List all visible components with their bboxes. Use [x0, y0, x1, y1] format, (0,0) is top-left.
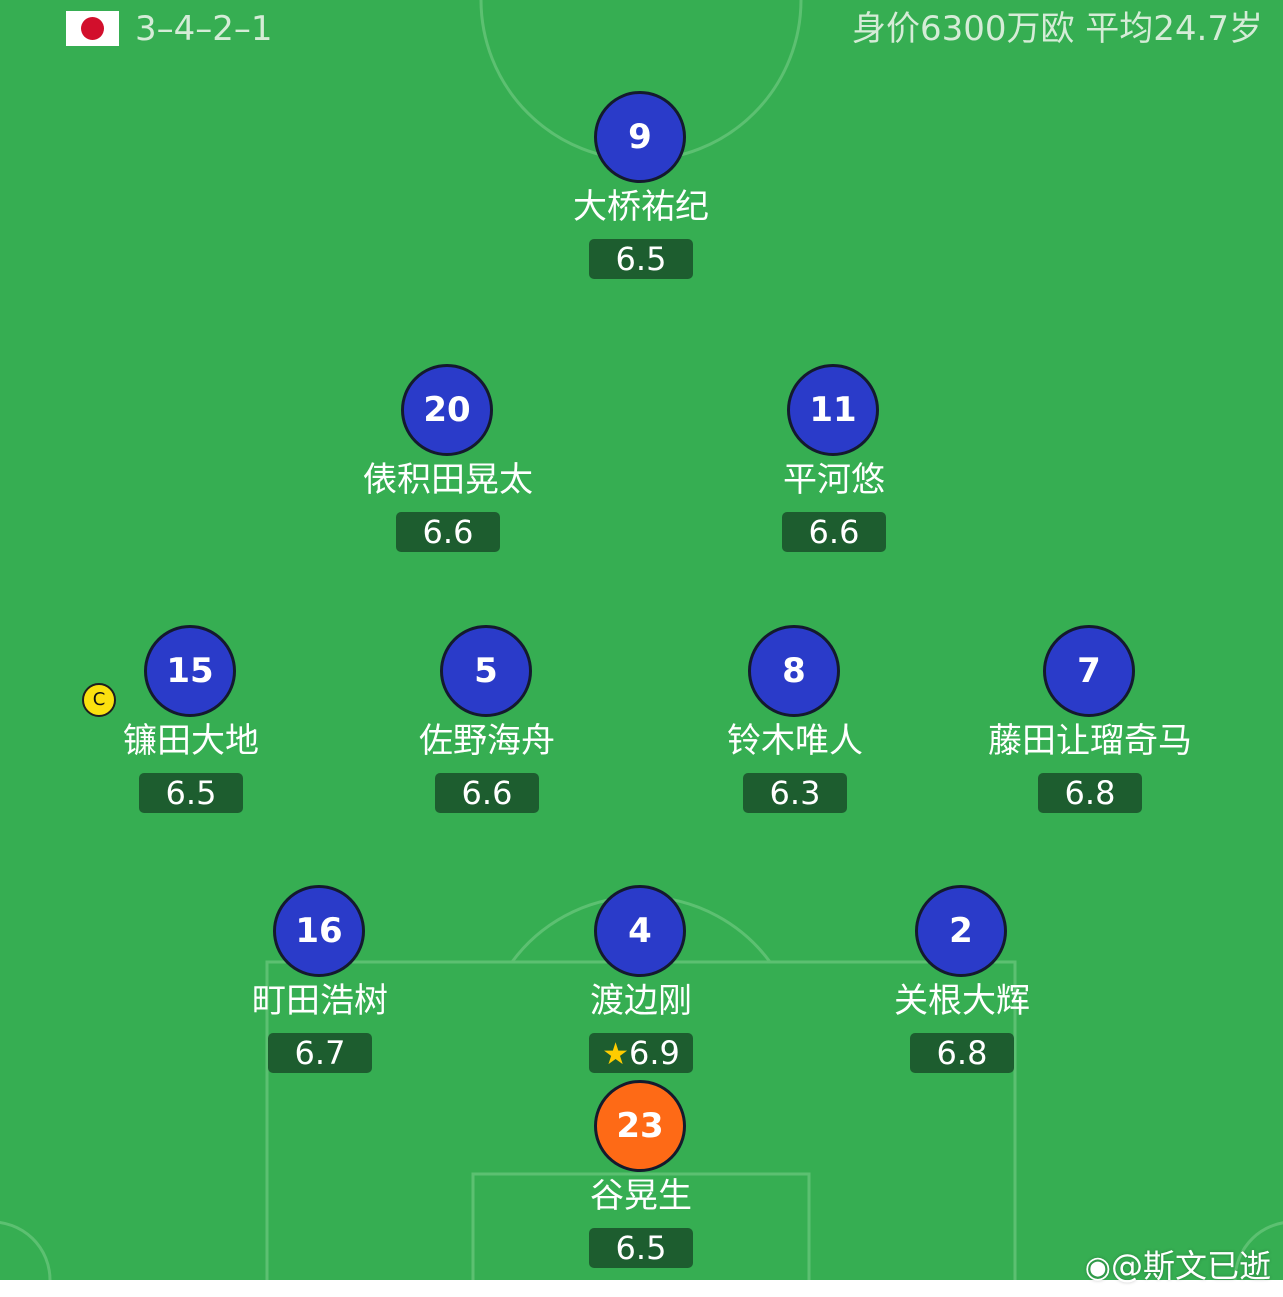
- rating-badge: 6.5: [589, 1228, 693, 1268]
- shirt-number: 7: [1043, 625, 1135, 717]
- rating-badge: ★6.9: [589, 1033, 693, 1073]
- player-card[interactable]: 8 铃木唯人 6.3: [675, 625, 915, 825]
- goalkeeper-card[interactable]: 23 谷晃生 6.5: [521, 1080, 761, 1280]
- shirt-number: 5: [440, 625, 532, 717]
- rating-badge: 6.8: [910, 1033, 1014, 1073]
- shirt-number: 4: [594, 885, 686, 977]
- shirt-number: 2: [915, 885, 1007, 977]
- team-summary: 身价6300万欧 平均24.7岁: [851, 9, 1263, 49]
- japan-flag-icon: [66, 11, 119, 46]
- rating-badge: 6.5: [139, 773, 243, 813]
- rating-badge: 6.6: [435, 773, 539, 813]
- player-name: 大桥祐纪: [573, 187, 709, 227]
- rating-badge: 6.8: [1038, 773, 1142, 813]
- player-card[interactable]: 4 渡边刚 ★6.9: [521, 885, 761, 1085]
- formation-label: 3–4–2–1: [135, 9, 273, 49]
- player-name: 藤田让瑠奇马: [988, 721, 1192, 761]
- rating-badge: 6.3: [743, 773, 847, 813]
- rating-badge: 6.5: [589, 239, 693, 279]
- shirt-number: 9: [594, 91, 686, 183]
- rating-badge: 6.7: [268, 1033, 372, 1073]
- player-name: 镰田大地: [123, 721, 259, 761]
- shirt-number: 23: [594, 1080, 686, 1172]
- player-name: 俵积田晃太: [363, 460, 533, 500]
- player-name: 关根大辉: [894, 981, 1030, 1021]
- shirt-number: 8: [748, 625, 840, 717]
- player-card[interactable]: 2 关根大辉 6.8: [842, 885, 1082, 1085]
- rating-value: 6.9: [629, 1034, 680, 1072]
- rating-badge: 6.6: [782, 512, 886, 552]
- player-name: 町田浩树: [252, 981, 388, 1021]
- player-card[interactable]: 20 俵积田晃太 6.6: [328, 364, 568, 564]
- player-card[interactable]: 16 町田浩树 6.7: [200, 885, 440, 1085]
- player-name: 平河悠: [783, 460, 885, 500]
- player-card[interactable]: 9 大桥祐纪 6.5: [521, 91, 761, 291]
- watermark-text: @斯文已逝: [1110, 1247, 1271, 1285]
- watermark: ◉@斯文已逝: [1085, 1246, 1271, 1288]
- captain-badge: C: [82, 683, 116, 717]
- star-icon: ★: [602, 1037, 629, 1072]
- player-card[interactable]: 7 藤田让瑠奇马 6.8: [970, 625, 1210, 825]
- player-card[interactable]: 15 C 镰田大地 6.5: [71, 625, 311, 825]
- player-name: 渡边刚: [590, 981, 692, 1021]
- shirt-number: 20: [401, 364, 493, 456]
- player-name: 铃木唯人: [727, 721, 863, 761]
- shirt-number: 11: [787, 364, 879, 456]
- player-name: 佐野海舟: [419, 721, 555, 761]
- rating-badge: 6.6: [396, 512, 500, 552]
- shirt-number: 16: [273, 885, 365, 977]
- player-card[interactable]: 11 平河悠 6.6: [714, 364, 954, 564]
- shirt-number: 15: [144, 625, 236, 717]
- player-card[interactable]: 5 佐野海舟 6.6: [367, 625, 607, 825]
- weibo-icon: ◉: [1084, 1250, 1111, 1285]
- player-name: 谷晃生: [590, 1176, 692, 1216]
